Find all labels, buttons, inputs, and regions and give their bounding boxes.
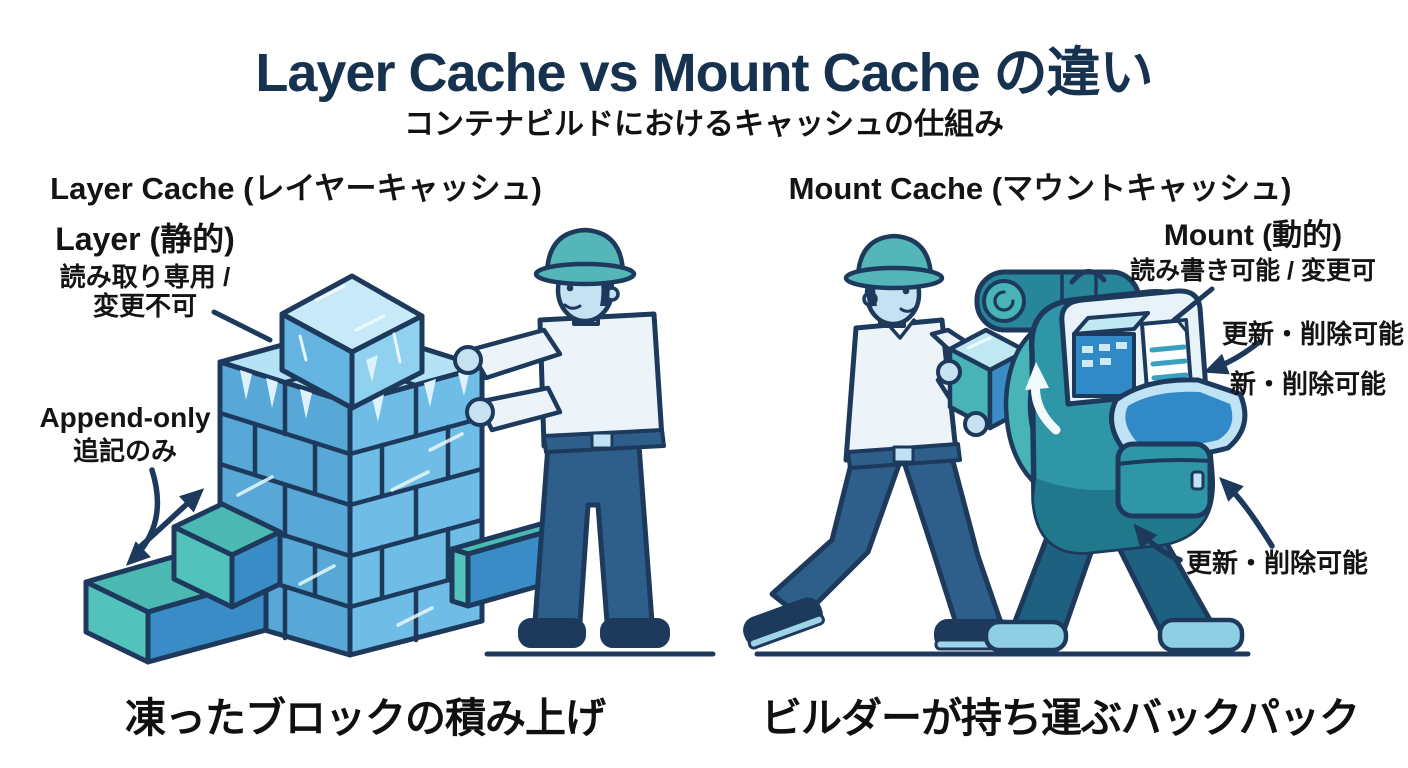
note-bottom-arrow-short bbox=[1133, 523, 1183, 563]
append-only-label-ja: 追記のみ bbox=[72, 436, 177, 467]
server-box-icon bbox=[1072, 311, 1150, 398]
backpack-pocket bbox=[1115, 441, 1213, 519]
append-step-blocks-icon bbox=[83, 501, 283, 665]
layer-label-line2: 変更不可 bbox=[92, 290, 197, 321]
note-bottom-arrow-long bbox=[1219, 477, 1275, 549]
layer-cache-heading: Layer Cache (レイヤーキャッシュ) bbox=[50, 171, 542, 206]
top-ice-cube-icon bbox=[279, 273, 425, 411]
page-subtitle: コンテナビルドにおけるキャッシュの仕組み bbox=[404, 108, 1004, 141]
mount-note-mid: 新・削除可能 bbox=[1230, 369, 1387, 399]
append-only-label-block: Append-only 追記のみ bbox=[25, 402, 225, 467]
page-title: Layer Cache vs Mount Cache の違い bbox=[255, 43, 1153, 103]
append-only-label: Append-only bbox=[39, 402, 211, 433]
note-mid-arrow bbox=[1203, 340, 1261, 375]
mount-cache-caption: ビルダーが持ち運ぶバックパック bbox=[761, 695, 1360, 741]
mount-note-bottom: 更新・削除可能 bbox=[1186, 548, 1369, 578]
mount-cache-heading: Mount Cache (マウントキャッシュ) bbox=[788, 171, 1292, 206]
swap-arrow-icon bbox=[1025, 362, 1061, 435]
mount-pointer-line bbox=[1171, 286, 1215, 323]
mount-label-line1: 読み書き可能 / 変更可 bbox=[1130, 256, 1376, 285]
append-arrow-down bbox=[125, 467, 161, 566]
backpack-icon bbox=[974, 269, 1248, 555]
layer-cache-illustration bbox=[83, 227, 716, 665]
builder-standing-icon bbox=[453, 227, 670, 648]
layer-label-line1: 読み取り専用 / bbox=[59, 261, 231, 292]
mount-cache-illustration bbox=[743, 233, 1275, 657]
layer-cache-caption: 凍ったブロックの積み上げ bbox=[125, 695, 606, 741]
layer-label-block: Layer (静的) 読み取り専用 / 変更不可 bbox=[30, 221, 260, 321]
mount-label-title: Mount (動的) bbox=[1163, 219, 1343, 252]
append-arrow-up bbox=[138, 488, 205, 549]
mount-note-top: 更新・削除可能 bbox=[1222, 319, 1405, 349]
mount-label-block: Mount (動的) 読み書き可能 / 変更可 bbox=[1118, 219, 1388, 285]
layer-pointer-line bbox=[211, 309, 273, 343]
layer-label-title: Layer (静的) bbox=[55, 221, 235, 257]
backpack-flap bbox=[1109, 377, 1248, 460]
